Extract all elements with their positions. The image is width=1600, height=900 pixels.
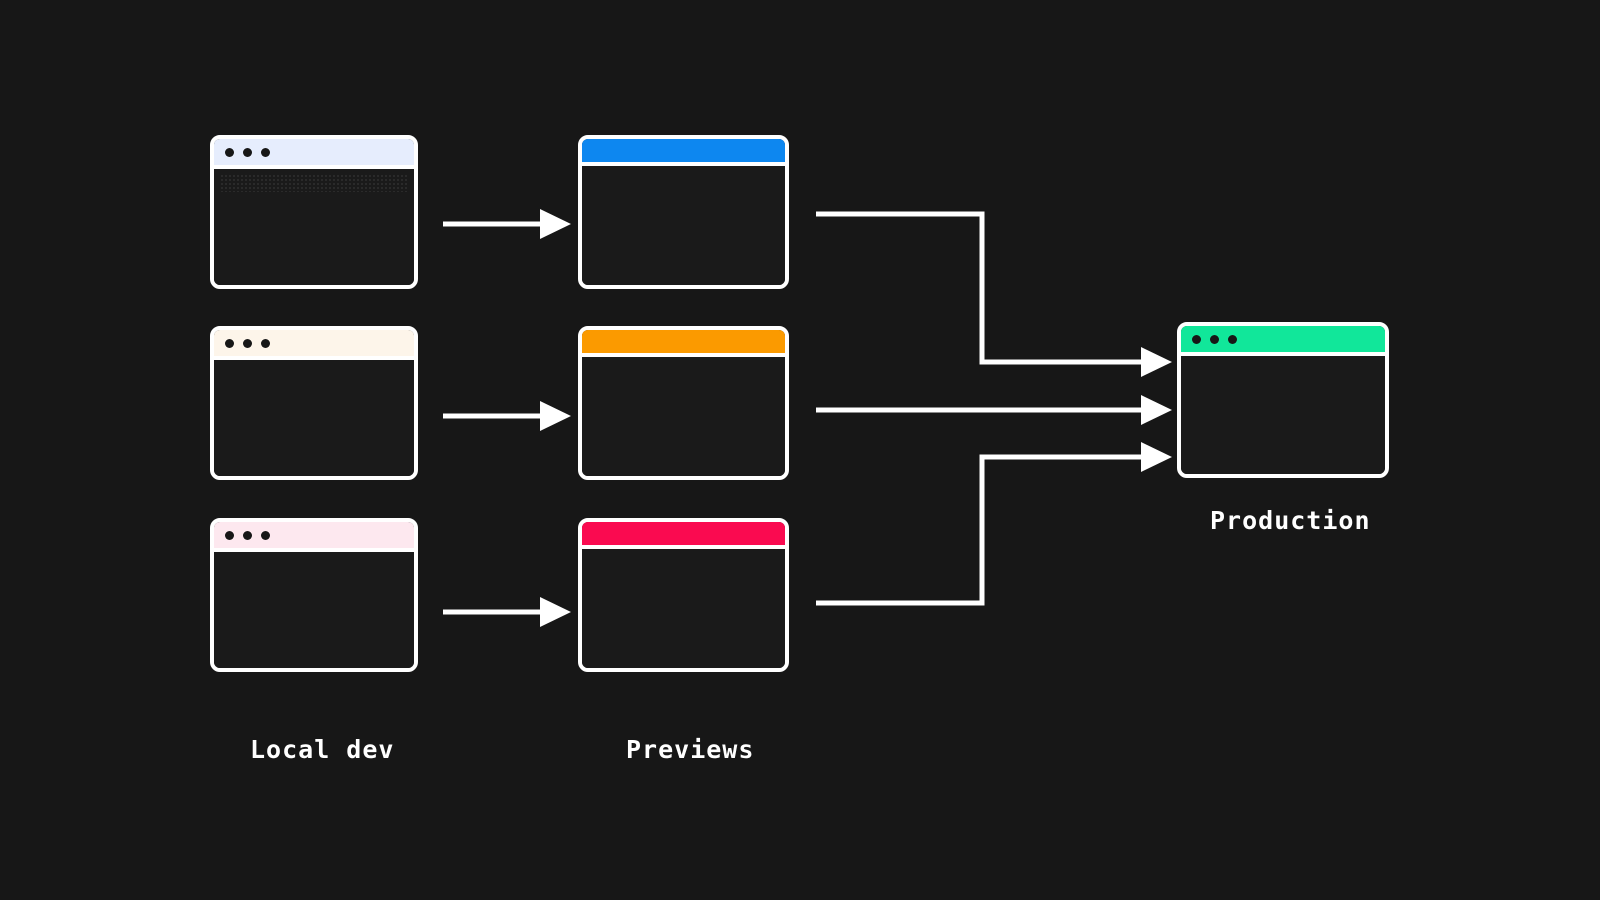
label-previews: Previews xyxy=(626,735,755,764)
local-dev-window-1[interactable] xyxy=(210,135,418,289)
window-content xyxy=(214,360,414,476)
maximize-dot-icon xyxy=(261,530,270,540)
minimize-dot-icon xyxy=(243,530,252,540)
titlebar xyxy=(582,330,785,357)
traffic-light-dots xyxy=(225,530,270,540)
local-dev-window-3[interactable] xyxy=(210,518,418,672)
window-content xyxy=(214,169,414,285)
minimize-dot-icon xyxy=(243,338,252,348)
titlebar xyxy=(214,139,414,169)
maximize-dot-icon xyxy=(261,147,270,157)
label-local-dev: Local dev xyxy=(250,735,395,764)
window-content xyxy=(582,166,785,285)
close-dot-icon xyxy=(225,338,234,348)
traffic-light-dots xyxy=(1192,334,1237,344)
maximize-dot-icon xyxy=(261,338,270,348)
local-dev-window-2[interactable] xyxy=(210,326,418,480)
window-content xyxy=(582,549,785,668)
window-content xyxy=(582,357,785,476)
window-content xyxy=(214,552,414,668)
preview-window-3[interactable] xyxy=(578,518,789,672)
titlebar xyxy=(1181,326,1385,356)
close-dot-icon xyxy=(225,530,234,540)
minimize-dot-icon xyxy=(243,147,252,157)
titlebar xyxy=(582,139,785,166)
window-content xyxy=(1181,356,1385,474)
traffic-light-dots xyxy=(225,147,270,157)
connector-preview1-to-production xyxy=(816,211,1172,377)
titlebar xyxy=(214,522,414,552)
maximize-dot-icon xyxy=(1228,334,1237,344)
preview-window-1[interactable] xyxy=(578,135,789,289)
titlebar xyxy=(582,522,785,549)
traffic-light-dots xyxy=(225,338,270,348)
connector-preview3-to-production xyxy=(816,442,1172,606)
label-production: Production xyxy=(1210,506,1371,535)
close-dot-icon xyxy=(225,147,234,157)
content-texture xyxy=(220,174,408,192)
titlebar xyxy=(214,330,414,360)
close-dot-icon xyxy=(1192,334,1201,344)
minimize-dot-icon xyxy=(1210,334,1219,344)
production-window[interactable] xyxy=(1177,322,1389,478)
preview-window-2[interactable] xyxy=(578,326,789,480)
